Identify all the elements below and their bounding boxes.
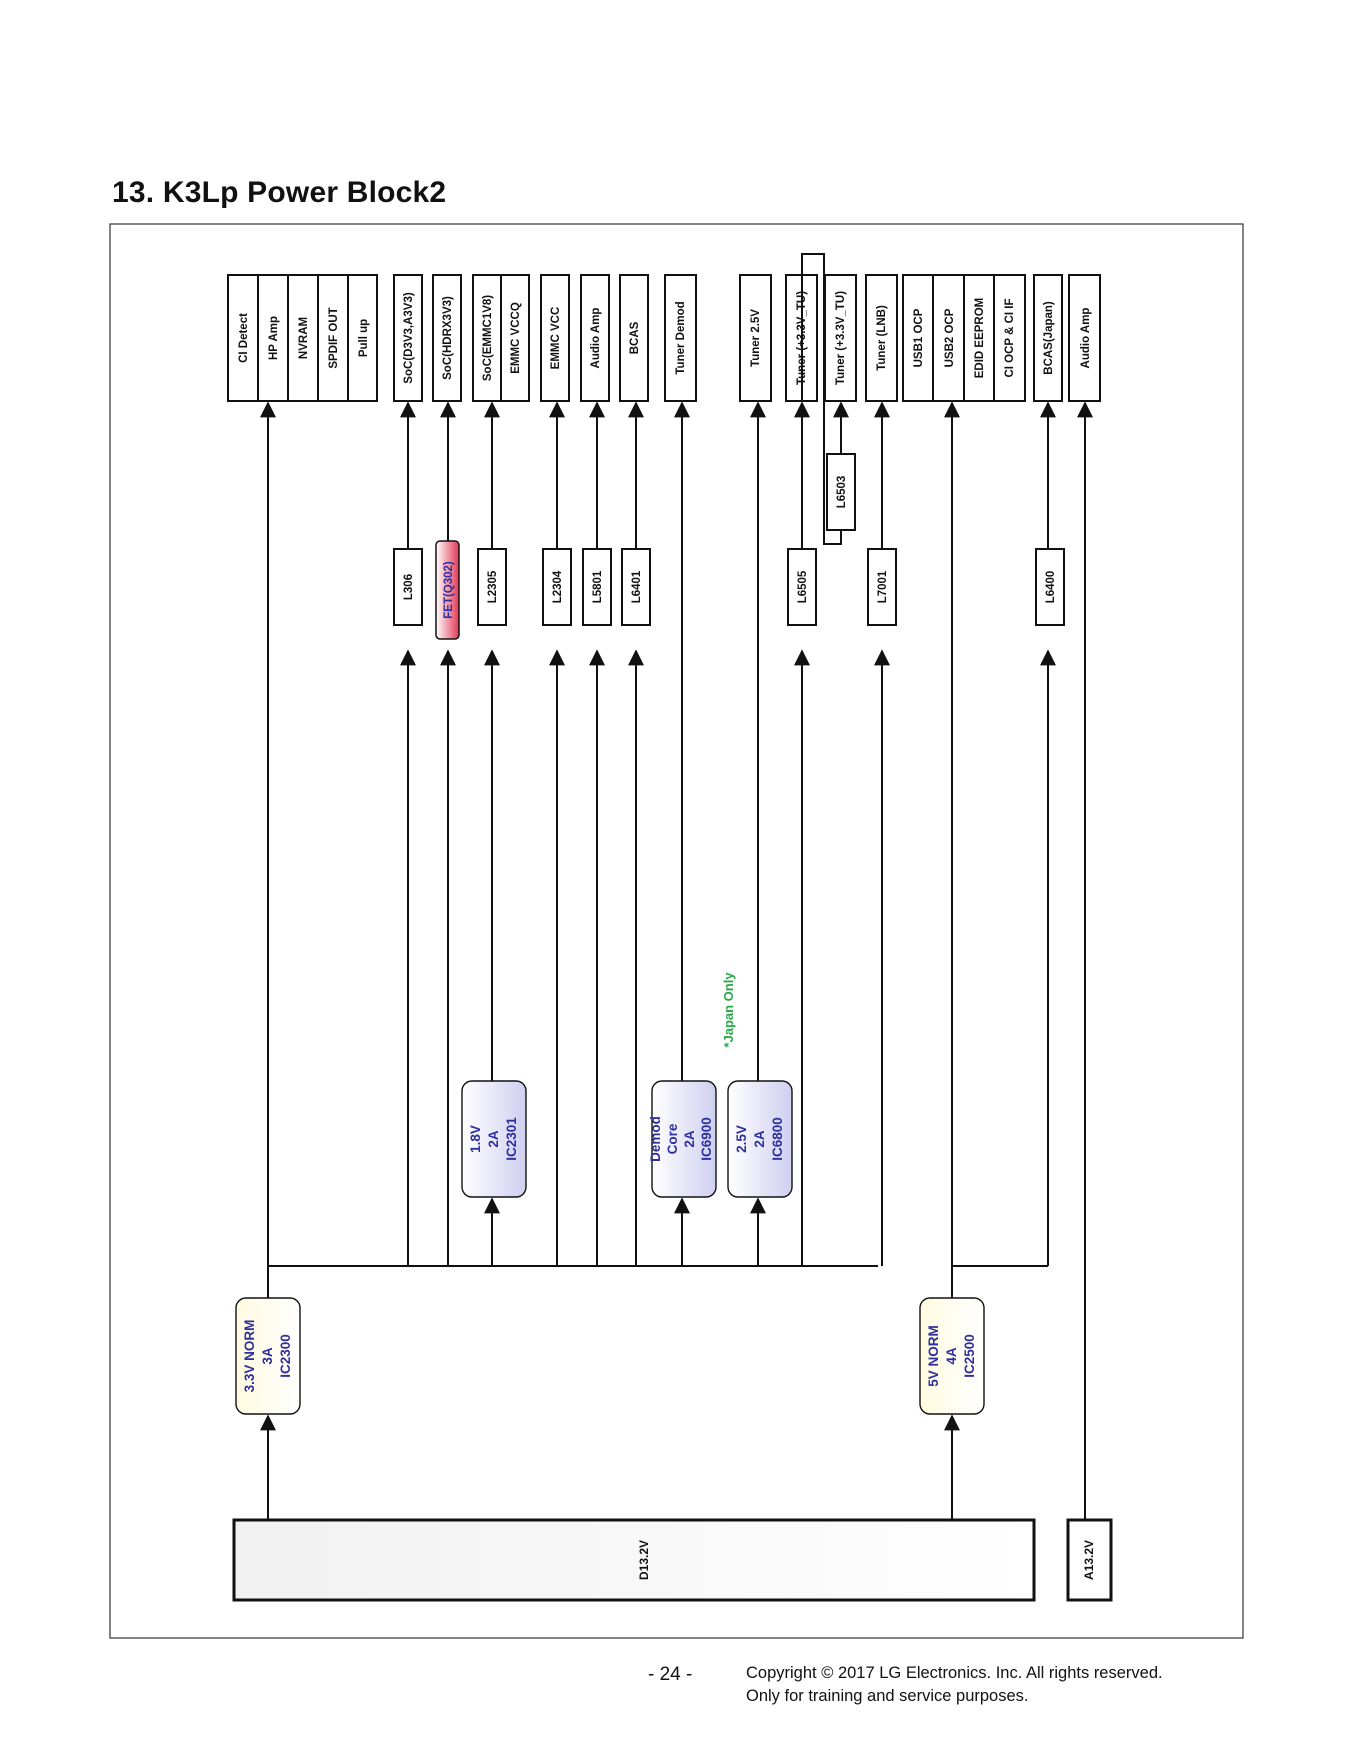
load-group-1-box [227,274,378,402]
copyright-line-1: Copyright © 2017 LG Electronics. Inc. Al… [746,1664,1163,1682]
regulator-ic2500-line1: 5V NORM [926,1325,941,1387]
inductor-l2304-box [542,548,572,626]
page-number: - 24 - [648,1664,693,1685]
inductor-label-l6503: L6503 [836,476,848,509]
wire-l6503-loop [801,253,842,545]
inductor-l6400-box [1035,548,1065,626]
load-label-usb2-ocp: USB2 OCP [944,308,956,367]
load-label-bcas: BCAS [629,321,641,354]
regulator-ic2500-line2: 4A [944,1347,959,1365]
regulator-ic2300-line3: IC2300 [278,1334,293,1378]
source-d13v-box [232,1518,1036,1602]
load-tuner-25v-box [739,274,772,402]
load-label-audio-amp-2: Audio Amp [1080,308,1092,369]
source-a13v-label: A13.2V [1082,1540,1096,1580]
load-label-tuner-33v-b: Tuner (+3.3V_TU) [835,291,847,385]
regulator-ic6800-line3: IC6800 [770,1117,785,1161]
regulator-ic2301-line3: IC2301 [504,1117,519,1161]
regulator-ic6900-line2: Core [665,1123,680,1154]
load-label-soc-d3v3: SoC(D3V3,A3V3) [403,292,415,384]
load-label-emmc-vccq: EMMC VCCQ [510,302,522,374]
inductor-l2305-box [477,548,507,626]
inductor-l6503-box [826,453,856,531]
inductor-l5801-box [582,548,612,626]
load-label-ci-ocp-if: CI OCP & CI IF [1004,298,1016,377]
load-label-edid-eeprom: EDID EEPROM [974,298,986,379]
inductor-label-l2305: L2305 [487,570,499,603]
inductor-l6401-box [621,548,651,626]
regulator-ic2301-box [461,1080,527,1198]
load-tuner-lnb-box [865,274,898,402]
load-audio-amp-box [580,274,610,402]
inductor-label-l6400: L6400 [1045,571,1057,604]
inductor-l306-box [393,548,423,626]
source-d13v-label: D13.2V [637,1540,651,1580]
fet-label-q302: FET(Q302) [443,561,455,619]
load-label-spdif-out: SPDIF OUT [328,307,340,368]
load-label-audio-amp: Audio Amp [590,308,602,369]
load-label-bcas-japan: BCAS(Japan) [1043,301,1055,375]
regulator-ic2500-line3: IC2500 [962,1334,977,1378]
load-emmc-vcc-box [540,274,570,402]
load-label-soc-emmc: SoC(EMMC1V8) [482,295,494,381]
inductor-label-l2304: L2304 [552,570,564,603]
load-label-tuner-lnb: Tuner (LNB) [876,305,888,371]
load-label-ci-detect: CI Detect [238,313,250,363]
inductor-label-l5801: L5801 [592,570,604,603]
inductor-label-l6505: L6505 [797,570,809,603]
load-label-usb1-ocp: USB1 OCP [913,308,925,367]
regulator-ic6900-line3: 2A [682,1130,697,1148]
regulator-ic6800-line1: 2.5V [734,1125,749,1153]
regulator-ic2301-line1: 1.8V [468,1125,483,1153]
japan-only-note: *Japan Only [721,972,736,1048]
load-label-hp-amp: HP Amp [268,316,280,360]
regulator-ic2301-line2: 2A [486,1130,501,1148]
load-label-emmc-vcc: EMMC VCC [550,307,562,370]
regulator-ic6800-box [727,1080,793,1198]
load-bcas-japan-box [1033,274,1063,402]
load-group-soc-hdrx-box [432,274,462,402]
load-audio-amp-2-box [1068,274,1101,402]
load-label-tuner-demod: Tuner Demod [675,301,687,374]
inductor-label-l306: L306 [403,574,415,600]
regulator-ic2300-line2: 3A [260,1347,275,1365]
diagram-frame [109,223,1244,1639]
regulator-ic6900-line1: Demod [648,1116,663,1162]
regulator-ic6900-line4: IC6900 [699,1117,714,1161]
source-a13v-box [1066,1518,1113,1602]
load-label-tuner-25v: Tuner 2.5V [750,309,762,367]
load-bcas-box [619,274,649,402]
regulator-ic2300-line1: 3.3V NORM [242,1320,257,1393]
inductor-label-l7001: L7001 [877,570,889,603]
load-tuner-demod-box [664,274,697,402]
load-label-soc-hdrx: SoC(HDRX3V3) [442,296,454,380]
page-title: 13. K3Lp Power Block2 [112,176,447,209]
regulator-ic6800-line2: 2A [752,1130,767,1148]
load-label-nvram: NVRAM [298,317,310,359]
copyright-line-2: Only for training and service purposes. [746,1687,1029,1705]
copyright-notice: Copyright © 2017 LG Electronics. Inc. Al… [746,1662,1163,1708]
load-group-soc-d3v3-box [393,274,423,402]
regulator-ic6900-box [651,1080,717,1198]
load-label-pull-up: Pull up [358,319,370,357]
inductor-label-l6401: L6401 [631,570,643,603]
